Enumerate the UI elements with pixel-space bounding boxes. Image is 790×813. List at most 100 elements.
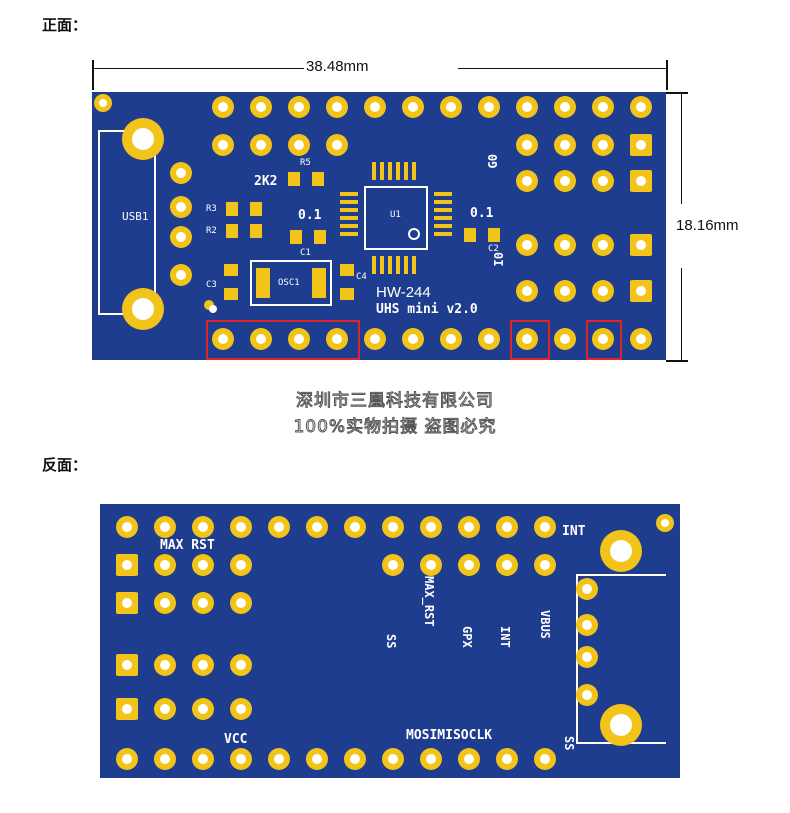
- header-pad: [458, 554, 480, 576]
- vbus-vertical-label: VBUS: [538, 610, 552, 639]
- watermark-company: 深圳市三凰科技有限公司: [296, 391, 494, 412]
- header-pad-square: [116, 698, 138, 720]
- header-pad: [554, 328, 576, 350]
- highlight-box-right: [586, 320, 622, 360]
- r2-pad: [250, 224, 262, 238]
- header-pad: [192, 592, 214, 614]
- header-pad: [554, 134, 576, 156]
- header-pad: [554, 170, 576, 192]
- header-pad: [516, 234, 538, 256]
- usb-mount-pad-top: [600, 530, 642, 572]
- header-pad: [154, 748, 176, 770]
- oscillator-pad: [312, 268, 326, 298]
- header-pad: [268, 748, 290, 770]
- header-pad: [344, 748, 366, 770]
- c1-pad: [290, 230, 302, 244]
- width-tick-right: [666, 60, 668, 90]
- height-line-bottom: [681, 268, 682, 360]
- r2-pad: [226, 224, 238, 238]
- header-pad: [192, 516, 214, 538]
- watermark-notice: 100%实物拍摄 盗图必究: [293, 417, 497, 438]
- usb-label: USB1: [122, 210, 149, 223]
- header-pad: [554, 96, 576, 118]
- header-pad: [192, 748, 214, 770]
- header-pad: [402, 96, 424, 118]
- width-line-right: [458, 68, 666, 69]
- usb-pin-4: [170, 264, 192, 286]
- usb-pin-1: [170, 162, 192, 184]
- c1-value-label: 0.1: [298, 208, 322, 223]
- fiducial-pad: [656, 514, 674, 532]
- header-pad: [344, 516, 366, 538]
- u1-pins-bottom: [372, 256, 420, 274]
- u1-pins-right: [434, 192, 452, 240]
- usb-mount-pad-bottom: [600, 704, 642, 746]
- header-pad: [212, 96, 234, 118]
- usb-mount-pad-bottom: [122, 288, 164, 330]
- header-pad: [230, 554, 252, 576]
- oscillator-label: OSC1: [278, 278, 300, 288]
- header-pad: [420, 516, 442, 538]
- usb-mount-pad-top: [122, 118, 164, 160]
- header-pad: [554, 280, 576, 302]
- header-pad: [364, 328, 386, 350]
- r3-label: R3: [206, 204, 217, 214]
- usb-pin-3: [576, 646, 598, 668]
- header-pad: [288, 328, 310, 350]
- c2-value-label: 0.1: [470, 206, 494, 221]
- int-vertical-label: INT: [498, 626, 512, 648]
- header-pad: [516, 328, 538, 350]
- header-pad: [496, 516, 518, 538]
- header-pad: [440, 96, 462, 118]
- header-pad: [192, 654, 214, 676]
- header-pad: [230, 698, 252, 720]
- header-pad-square: [630, 134, 652, 156]
- highlight-box-left: [206, 320, 360, 360]
- r3-pad: [250, 202, 262, 216]
- usb-pin-3: [170, 226, 192, 248]
- front-heading: 正面：: [42, 16, 88, 34]
- mosi-miso-clk-label: MOSIMISOCLK: [406, 728, 493, 743]
- header-pad: [288, 134, 310, 156]
- header-pad: [230, 516, 252, 538]
- header-pad: [478, 96, 500, 118]
- header-pad: [420, 554, 442, 576]
- header-pad: [496, 554, 518, 576]
- header-pad: [364, 96, 386, 118]
- header-pad-square: [630, 170, 652, 192]
- header-pad: [592, 234, 614, 256]
- u1-label: U1: [390, 210, 401, 220]
- header-pad: [268, 516, 290, 538]
- height-line-top: [681, 94, 682, 204]
- ss-bottom-label: SS: [562, 736, 576, 751]
- header-pad: [192, 698, 214, 720]
- header-pad: [306, 748, 328, 770]
- c2-label: C2: [488, 244, 499, 254]
- header-pad: [382, 554, 404, 576]
- header-pad: [154, 654, 176, 676]
- header-pad: [230, 592, 252, 614]
- c3-label: C3: [206, 280, 217, 290]
- header-pad: [534, 554, 556, 576]
- header-pad-square: [630, 234, 652, 256]
- header-pad: [592, 280, 614, 302]
- c4-pad: [340, 264, 354, 276]
- header-pad: [154, 592, 176, 614]
- header-pad: [592, 134, 614, 156]
- header-pad: [154, 554, 176, 576]
- header-pad: [592, 96, 614, 118]
- u1-pin1-marker: [408, 228, 420, 240]
- header-pad: [382, 748, 404, 770]
- g0-label: G0: [486, 154, 500, 169]
- c2-pad: [488, 228, 500, 242]
- c2-pad: [464, 228, 476, 242]
- header-pad: [154, 516, 176, 538]
- ss-vertical-label: SS: [384, 634, 398, 649]
- c4-label: C4: [356, 272, 367, 282]
- header-pad: [250, 134, 272, 156]
- highlight-box-middle: [510, 320, 550, 360]
- header-pad: [458, 748, 480, 770]
- header-pad: [154, 698, 176, 720]
- c1-pad: [314, 230, 326, 244]
- model-label: HW-244: [376, 284, 431, 301]
